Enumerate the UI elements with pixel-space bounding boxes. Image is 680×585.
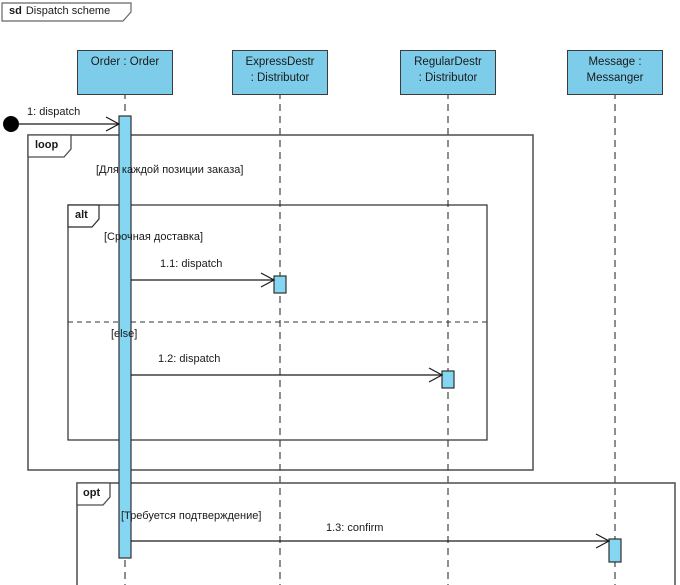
- frame-keyword: sd: [9, 5, 22, 17]
- message-1-3-label: 1.3: confirm: [326, 522, 384, 534]
- message-1-dispatch-arrow[interactable]: [19, 116, 121, 132]
- alt-guard: [Срочная доставка]: [104, 231, 204, 243]
- message-1-label: 1: dispatch: [27, 106, 81, 118]
- message-1-1-dispatch-arrow[interactable]: [131, 272, 276, 288]
- activation-order[interactable]: [118, 115, 132, 559]
- activation-expressdestr[interactable]: [273, 275, 287, 294]
- activation-regulardestr[interactable]: [441, 370, 455, 389]
- alt-else-label: [else]: [111, 328, 138, 340]
- frame-title-text: Dispatch scheme: [25, 5, 111, 17]
- message-1-2-dispatch-arrow[interactable]: [131, 367, 444, 383]
- lifeline-head-messanger[interactable]: Message : Messanger: [567, 50, 663, 95]
- activation-messanger[interactable]: [608, 538, 622, 563]
- lifeline-head-order[interactable]: Order : Order: [77, 50, 173, 95]
- opt-fragment-frame[interactable]: [76, 482, 676, 585]
- alt-operator-label: alt: [75, 209, 88, 221]
- message-1-3-confirm-arrow[interactable]: [131, 533, 611, 549]
- message-1-2-label: 1.2: dispatch: [158, 353, 221, 365]
- initial-node[interactable]: [3, 116, 19, 132]
- lifeline-head-expressdestr[interactable]: ExpressDestr : Distributor: [232, 50, 328, 95]
- lifeline-head-messanger-line1: Message :: [588, 56, 642, 68]
- loop-operator-label: loop: [35, 139, 59, 151]
- lifeline-head-regulardestr-line1: RegularDestr: [414, 56, 482, 68]
- message-1-1-label: 1.1: dispatch: [160, 258, 223, 270]
- loop-operator-pentagon: [27, 134, 72, 158]
- lifeline-head-regulardestr[interactable]: RegularDestr : Distributor: [400, 50, 496, 95]
- lifeline-head-regulardestr-line2: : Distributor: [418, 72, 478, 84]
- alt-operator-pentagon: [67, 204, 100, 228]
- opt-guard: [Требуется подтверждение]: [121, 510, 262, 522]
- lifeline-head-order-line1: Order : Order: [90, 56, 160, 68]
- lifeline-head-messanger-line2: Messanger: [586, 72, 644, 84]
- loop-fragment-frame[interactable]: [27, 134, 534, 471]
- loop-guard: [Для каждой позиции заказа]: [96, 164, 244, 176]
- opt-operator-pentagon: [76, 482, 111, 506]
- lifeline-head-expressdestr-line2: : Distributor: [250, 72, 310, 84]
- opt-operator-label: opt: [83, 487, 101, 499]
- frame-title-tab: [1, 2, 132, 22]
- lifeline-head-expressdestr-line1: ExpressDestr: [245, 56, 315, 68]
